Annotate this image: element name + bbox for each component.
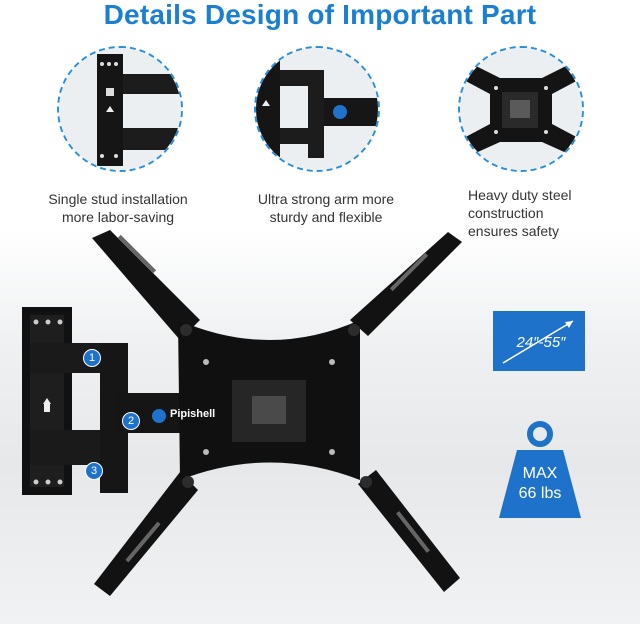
arm-number-3: 3	[85, 462, 103, 480]
feature-caption-2: Ultra strong arm more sturdy and flexibl…	[257, 191, 395, 225]
arm-number-2: 2	[122, 412, 140, 430]
diagonal-arrow-icon	[502, 320, 574, 364]
page-title: Details Design of Important Part	[103, 0, 537, 30]
max-weight-label: MAX 66 lbs	[518, 465, 562, 502]
bracket-arm-top-left	[92, 230, 200, 340]
max-weight-badge: MAX 66 lbs	[497, 420, 583, 520]
arm-detail-icon	[256, 48, 378, 170]
brand-name: Pipishell	[170, 408, 216, 420]
bracket-arm-bottom-right	[358, 470, 460, 592]
screen-size-badge: 24″-55″	[493, 311, 585, 371]
arm-detail-circle	[254, 46, 380, 172]
steel-plate-detail-circle	[458, 46, 584, 172]
brand-logo-icon	[152, 409, 166, 423]
steel-plate-detail-icon	[460, 48, 582, 170]
bracket-arm-bottom-left	[94, 472, 198, 596]
screen-size-label: 24″-55″	[516, 334, 566, 351]
wall-plate-detail-circle	[57, 46, 183, 172]
feature-caption-3: Heavy duty steel construction ensures sa…	[468, 187, 572, 239]
weight-icon	[499, 421, 581, 518]
feature-caption-1: Single stud installation more labor-savi…	[48, 191, 188, 225]
arm-number-1: 1	[83, 349, 101, 367]
wall-plate-detail-icon	[59, 48, 181, 170]
bracket-arm-top-right	[350, 232, 462, 336]
